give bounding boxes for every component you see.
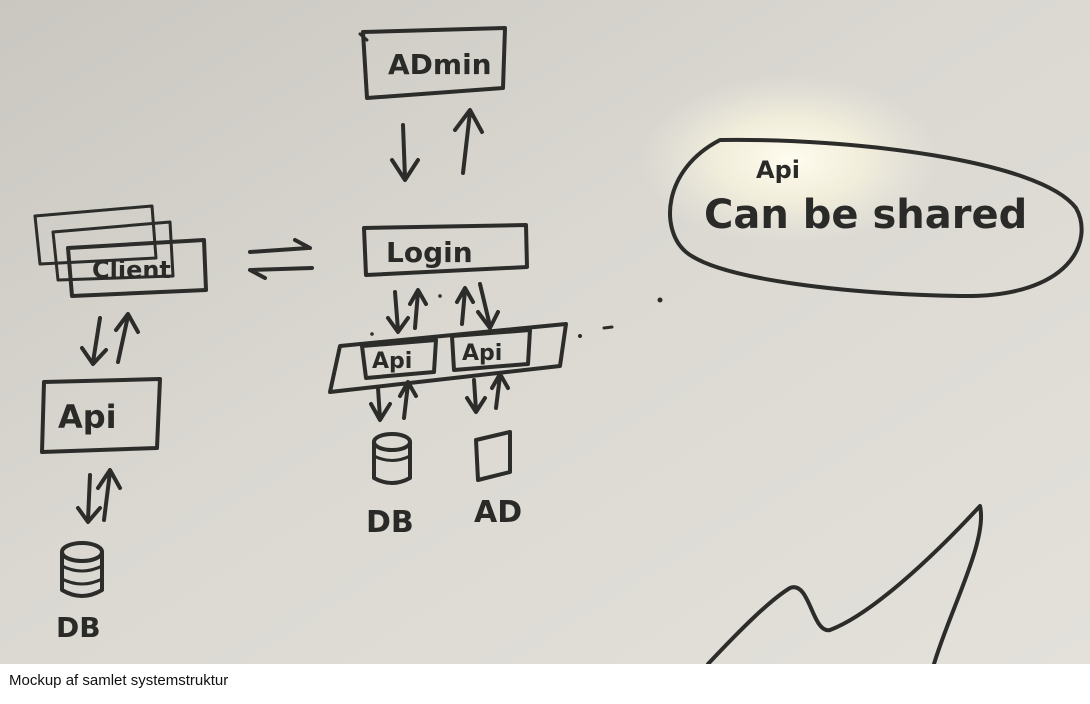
figure-caption: Mockup af samlet systemstruktur	[9, 672, 229, 689]
api-left-label: Api	[58, 398, 117, 436]
api-mid-2-label: Api	[462, 341, 502, 366]
ad-icon	[474, 430, 512, 482]
whiteboard-photo: ADmin Login Client Api	[0, 0, 1090, 664]
login-box: Login	[362, 223, 529, 277]
scribble	[706, 504, 984, 664]
db-mid-icon	[372, 432, 412, 485]
marker-dots	[370, 294, 663, 338]
board-surface	[0, 0, 1090, 664]
api-mid-1-label: Api	[372, 349, 412, 374]
admin-login-arrows	[390, 108, 484, 182]
api-pair-container: Api Api	[328, 322, 568, 394]
client-box-stack: Client	[33, 204, 208, 298]
api-left-box: Api	[40, 377, 162, 454]
db-left-icon	[60, 541, 104, 598]
api-db-left-arrows	[76, 468, 122, 524]
client-api-arrows	[80, 312, 140, 366]
note-bubble: Api Can be shared	[668, 137, 1084, 299]
ad-label: AD	[474, 495, 522, 530]
note-line1: Api	[756, 156, 800, 184]
client-label: Client	[92, 256, 171, 284]
admin-label: ADmin	[388, 48, 492, 81]
note-line2: Can be shared	[704, 192, 1027, 238]
db-mid-label: DB	[366, 505, 414, 540]
admin-box: ADmin	[358, 26, 507, 100]
api-store-arrows	[369, 372, 510, 422]
client-login-arrows	[248, 238, 314, 280]
login-api-arrows	[386, 282, 500, 334]
login-label: Login	[386, 236, 473, 269]
light-glare	[640, 75, 940, 245]
db-left-label: DB	[56, 611, 101, 644]
